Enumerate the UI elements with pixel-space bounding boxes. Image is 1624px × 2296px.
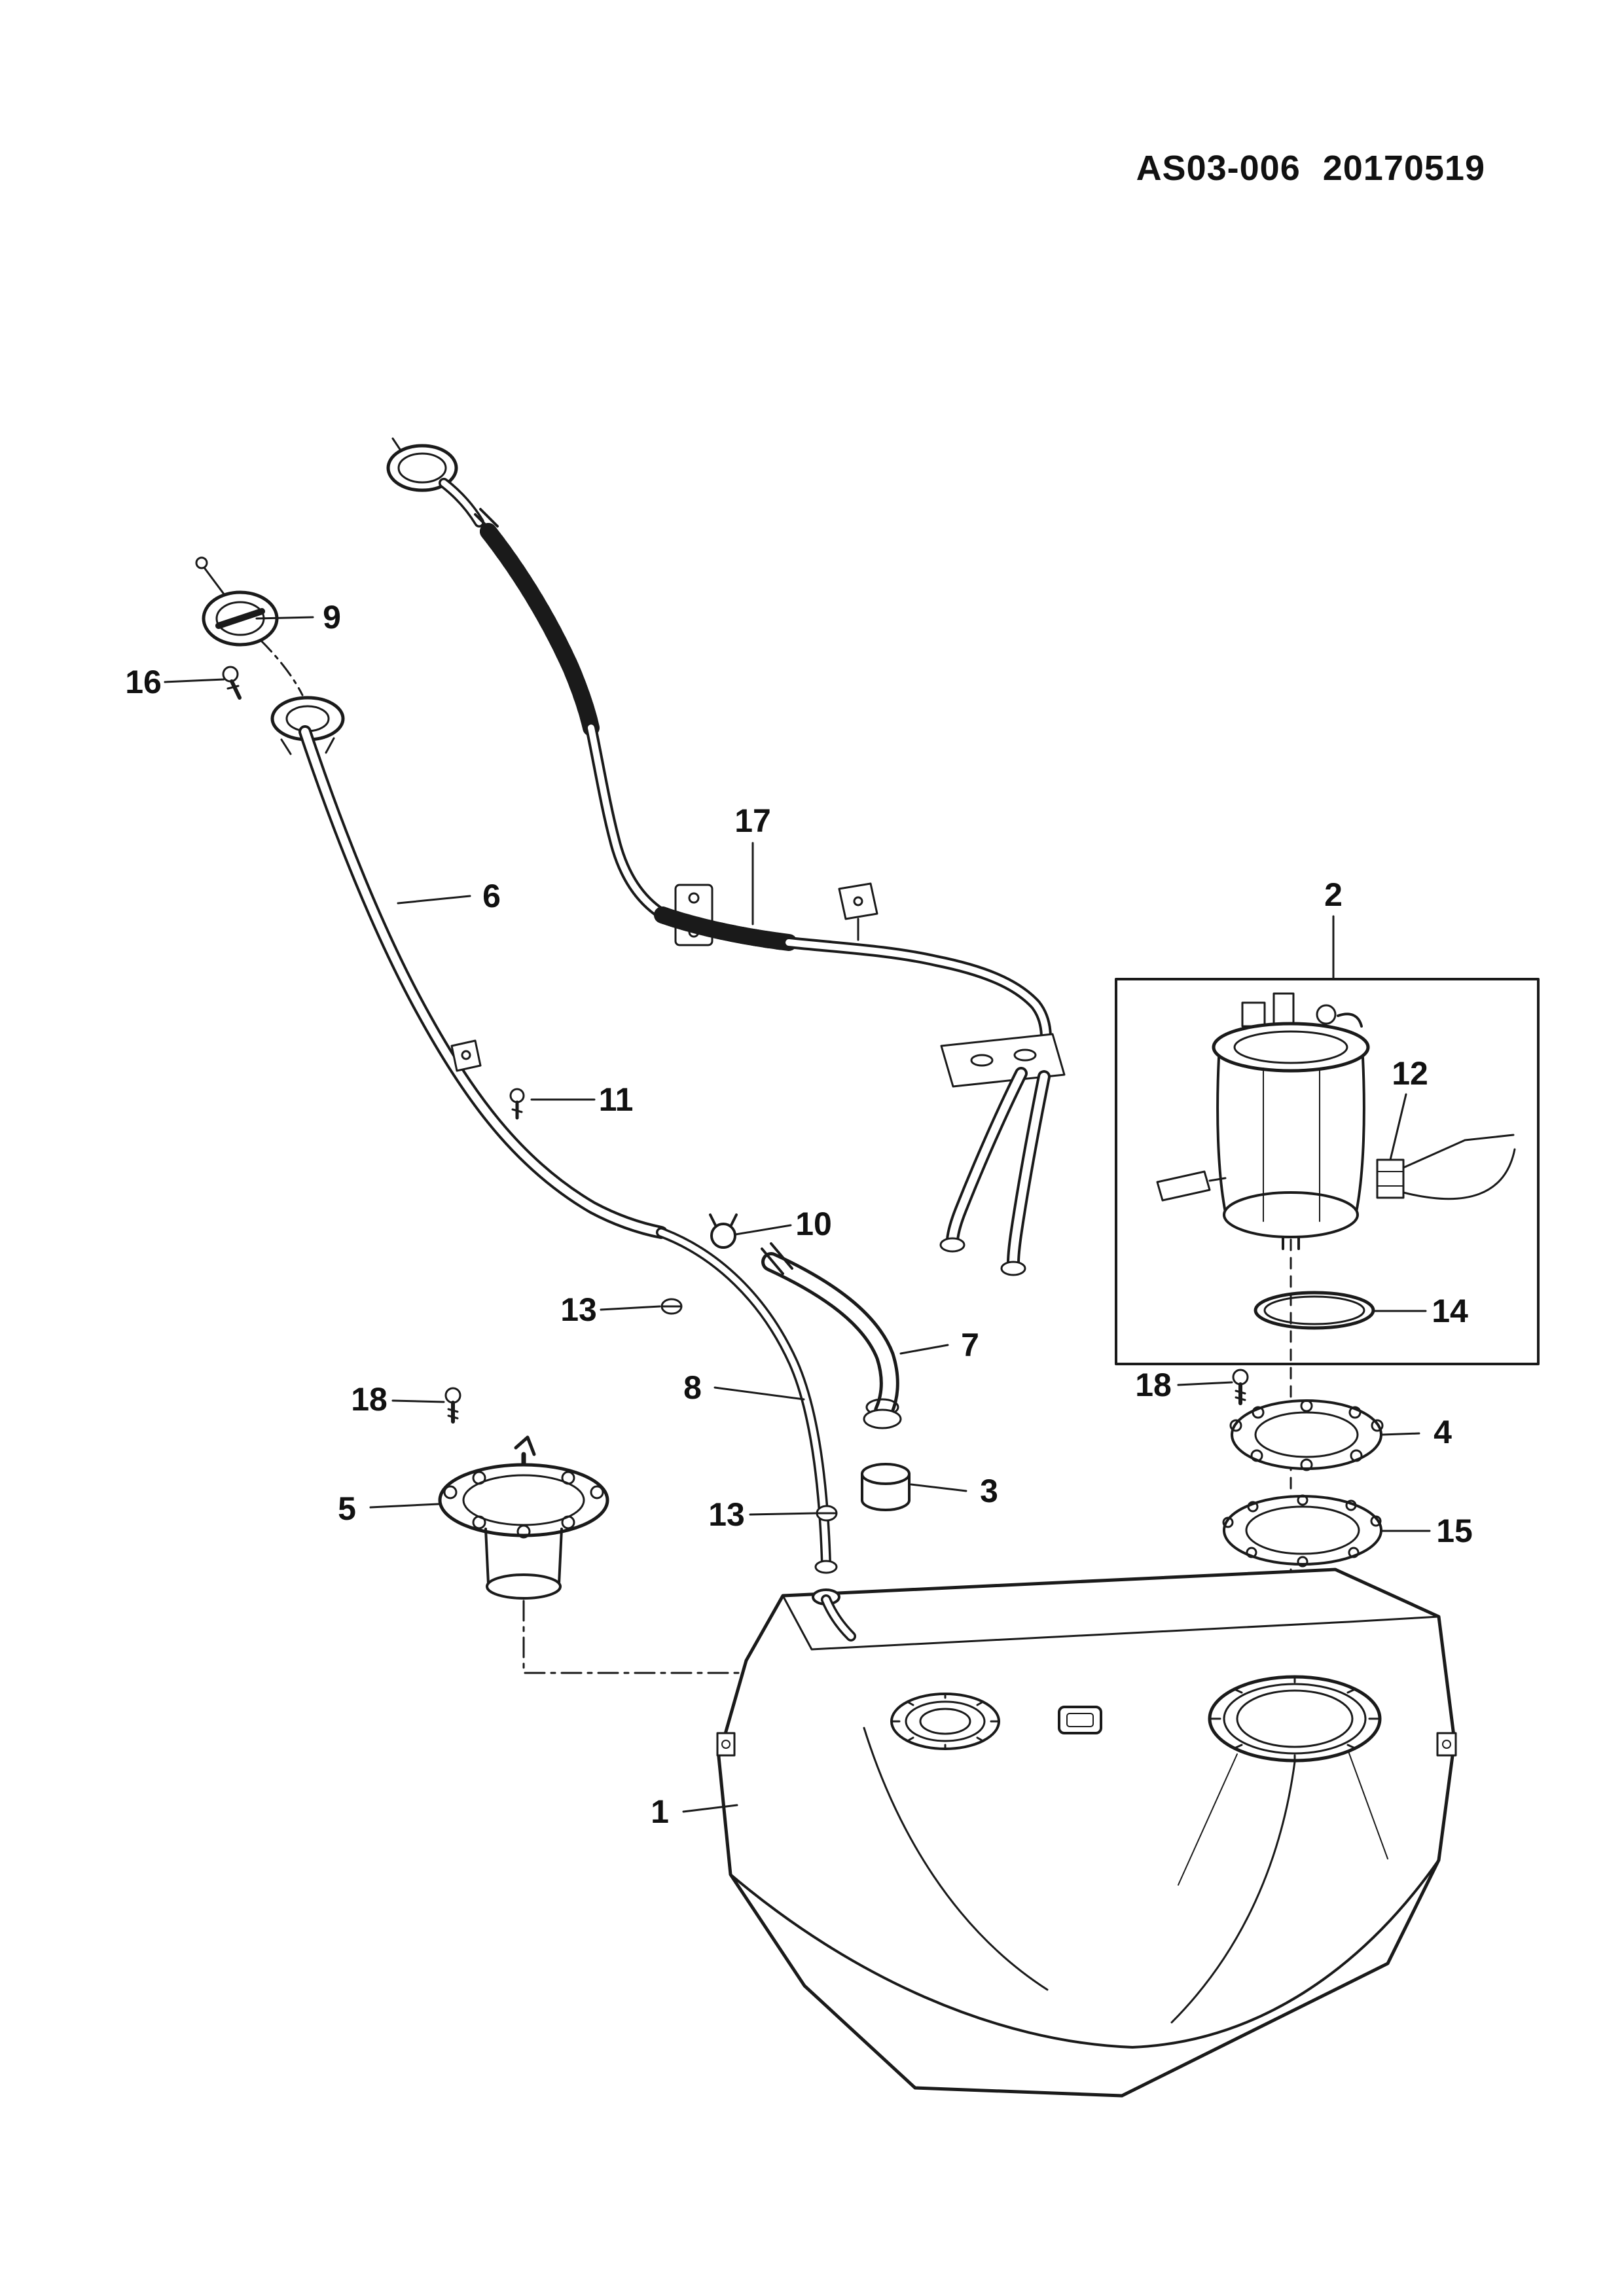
fuel-cap-drawing	[195, 556, 304, 696]
lock-ring-drawing	[1229, 1399, 1384, 1471]
callout-17: 17	[734, 802, 771, 839]
callout-11: 11	[598, 1081, 634, 1118]
seal-ring-drawing	[1254, 1291, 1375, 1330]
fuel-tank-drawing	[716, 1568, 1457, 2098]
grommet-drawing	[861, 1463, 911, 1511]
screw-18l-drawing	[444, 1387, 461, 1424]
callout-2: 2	[1324, 876, 1343, 913]
callout-10: 10	[795, 1206, 832, 1242]
callout-18-b: 18	[1135, 1367, 1172, 1403]
callout-7: 7	[961, 1327, 979, 1363]
clamp-13a-drawing	[660, 1298, 683, 1315]
callout-18-a: 18	[351, 1381, 388, 1418]
hose-7-drawing	[761, 1242, 902, 1429]
callout-16: 16	[125, 664, 162, 700]
drawing-code: AS03-006	[1136, 149, 1301, 188]
pipe-clip-drawing	[450, 1039, 525, 1120]
callout-14: 14	[1432, 1293, 1468, 1329]
leader-lines	[164, 616, 1431, 1813]
pump-module-drawing	[1156, 992, 1370, 1698]
callout-1: 1	[651, 1793, 669, 1830]
callout-12: 12	[1392, 1055, 1428, 1092]
callout-8: 8	[683, 1369, 702, 1406]
callout-9: 9	[323, 599, 341, 636]
callout-6: 6	[482, 878, 501, 914]
clamp-13b-drawing	[816, 1505, 838, 1522]
screw-16-drawing	[222, 666, 242, 700]
callout-15: 15	[1436, 1513, 1473, 1549]
screw-18r-drawing	[1232, 1369, 1249, 1405]
callout-13-b: 13	[708, 1496, 745, 1533]
gasket-drawing	[1222, 1494, 1382, 1568]
drawing-date: 20170519	[1322, 149, 1485, 188]
sender-unit-drawing	[438, 1435, 941, 1711]
level-sensor-drawing	[1376, 1134, 1516, 1200]
filler-hose-drawing	[386, 437, 1066, 1276]
drawing-header: AS03-006 20170519	[1136, 148, 1485, 188]
callout-13-a: 13	[560, 1291, 597, 1328]
callout-5: 5	[338, 1490, 356, 1527]
pump-module-box	[1115, 978, 1540, 1365]
callout-4: 4	[1434, 1414, 1452, 1450]
callout-3: 3	[980, 1473, 998, 1509]
clamp-10-drawing	[709, 1213, 738, 1249]
